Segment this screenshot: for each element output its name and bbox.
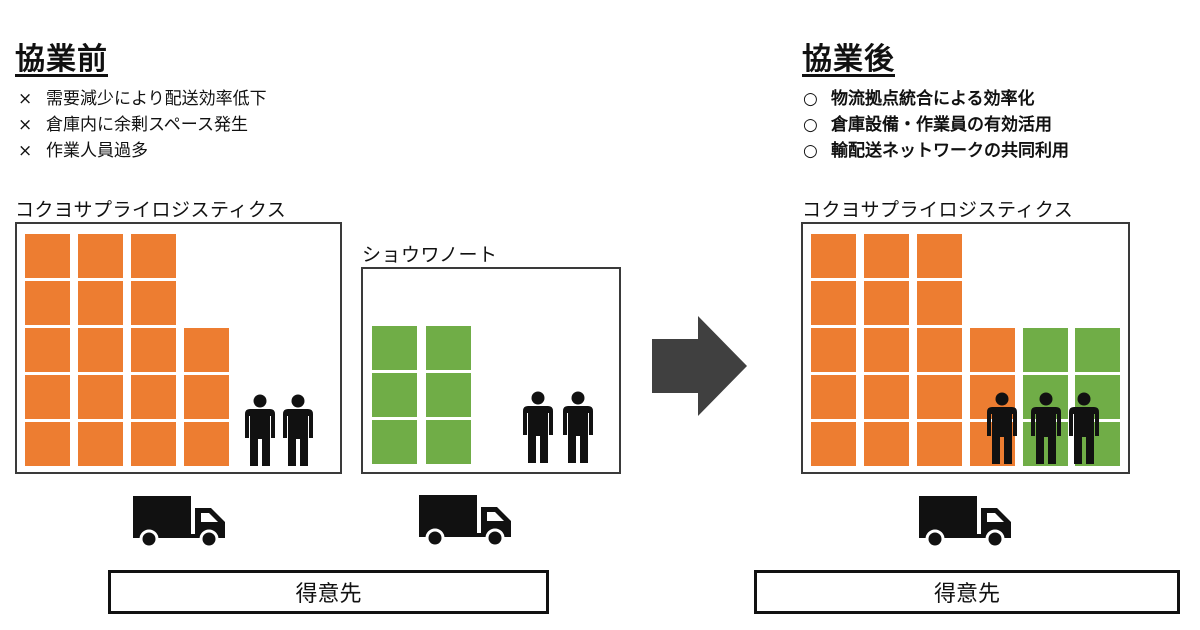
cargo-box bbox=[426, 373, 471, 417]
cargo-box bbox=[131, 422, 176, 466]
cargo-box bbox=[917, 234, 962, 278]
benefit-item: ○輸配送ネットワークの共同利用 bbox=[803, 141, 1069, 161]
person-icon bbox=[563, 391, 593, 463]
cargo-box bbox=[131, 281, 176, 325]
issue-item: ×倉庫内に余剰スペース発生 bbox=[18, 115, 248, 135]
cargo-box bbox=[811, 234, 856, 278]
cargo-box bbox=[970, 328, 1015, 372]
after-title: 協業後 bbox=[802, 42, 895, 77]
person-icon bbox=[1069, 392, 1099, 464]
cargo-box bbox=[25, 234, 70, 278]
cargo-box bbox=[426, 420, 471, 464]
showa-label: ショウワノート bbox=[362, 244, 498, 266]
person-icon bbox=[245, 394, 275, 466]
cargo-box bbox=[372, 420, 417, 464]
customer-label: 得意先 bbox=[295, 582, 362, 607]
customer-box-before: 得意先 bbox=[108, 570, 549, 614]
after-benefits-list: ○物流拠点統合による効率化 ○倉庫設備・作業員の有効活用 ○輸配送ネットワークの… bbox=[803, 86, 1069, 164]
cargo-box bbox=[25, 422, 70, 466]
cargo-box bbox=[864, 375, 909, 419]
cargo-box bbox=[372, 373, 417, 417]
person-icon bbox=[283, 394, 313, 466]
cargo-box bbox=[131, 234, 176, 278]
person-icon bbox=[987, 392, 1017, 464]
benefit-item: ○物流拠点統合による効率化 bbox=[803, 89, 1035, 109]
showa-warehouse-before bbox=[361, 267, 621, 474]
cargo-box bbox=[917, 375, 962, 419]
cargo-box bbox=[78, 422, 123, 466]
kokuyo-warehouse-before bbox=[15, 222, 342, 474]
issue-item: ×作業人員過多 bbox=[18, 141, 148, 161]
truck-icon bbox=[919, 496, 1011, 548]
issue-item: ×需要減少により配送効率低下 bbox=[18, 89, 267, 109]
person-icon bbox=[523, 391, 553, 463]
cargo-box bbox=[184, 422, 229, 466]
cargo-box bbox=[131, 328, 176, 372]
cargo-box bbox=[1023, 328, 1068, 372]
cargo-box bbox=[1075, 328, 1120, 372]
cargo-box bbox=[811, 375, 856, 419]
cargo-box bbox=[78, 328, 123, 372]
shared-warehouse-after bbox=[801, 222, 1130, 474]
cargo-box bbox=[811, 422, 856, 466]
cargo-box bbox=[184, 375, 229, 419]
person-icon bbox=[1031, 392, 1061, 464]
cargo-box bbox=[811, 328, 856, 372]
truck-icon bbox=[133, 496, 225, 548]
cargo-box bbox=[811, 281, 856, 325]
cargo-box bbox=[131, 375, 176, 419]
cargo-box bbox=[917, 328, 962, 372]
cargo-box bbox=[372, 326, 417, 370]
before-title: 協業前 bbox=[15, 42, 108, 77]
cargo-box bbox=[864, 234, 909, 278]
customer-box-after: 得意先 bbox=[754, 570, 1180, 614]
right-arrow-icon bbox=[652, 316, 747, 416]
truck-icon bbox=[419, 495, 511, 547]
kokuyo-label: コクヨサプライロジスティクス bbox=[802, 199, 1074, 221]
benefit-item: ○倉庫設備・作業員の有効活用 bbox=[803, 115, 1052, 135]
cargo-box bbox=[864, 422, 909, 466]
cargo-box bbox=[78, 281, 123, 325]
cargo-box bbox=[864, 281, 909, 325]
cargo-box bbox=[25, 281, 70, 325]
cargo-box bbox=[917, 281, 962, 325]
cargo-box bbox=[78, 375, 123, 419]
cargo-box bbox=[864, 328, 909, 372]
cargo-box bbox=[426, 326, 471, 370]
cargo-box bbox=[78, 234, 123, 278]
kokuyo-label: コクヨサプライロジスティクス bbox=[15, 199, 287, 221]
cargo-box bbox=[184, 328, 229, 372]
before-issues-list: ×需要減少により配送効率低下 ×倉庫内に余剰スペース発生 ×作業人員過多 bbox=[18, 86, 267, 164]
cargo-box bbox=[25, 375, 70, 419]
cargo-box bbox=[917, 422, 962, 466]
cargo-box bbox=[25, 328, 70, 372]
customer-label: 得意先 bbox=[933, 582, 1000, 607]
